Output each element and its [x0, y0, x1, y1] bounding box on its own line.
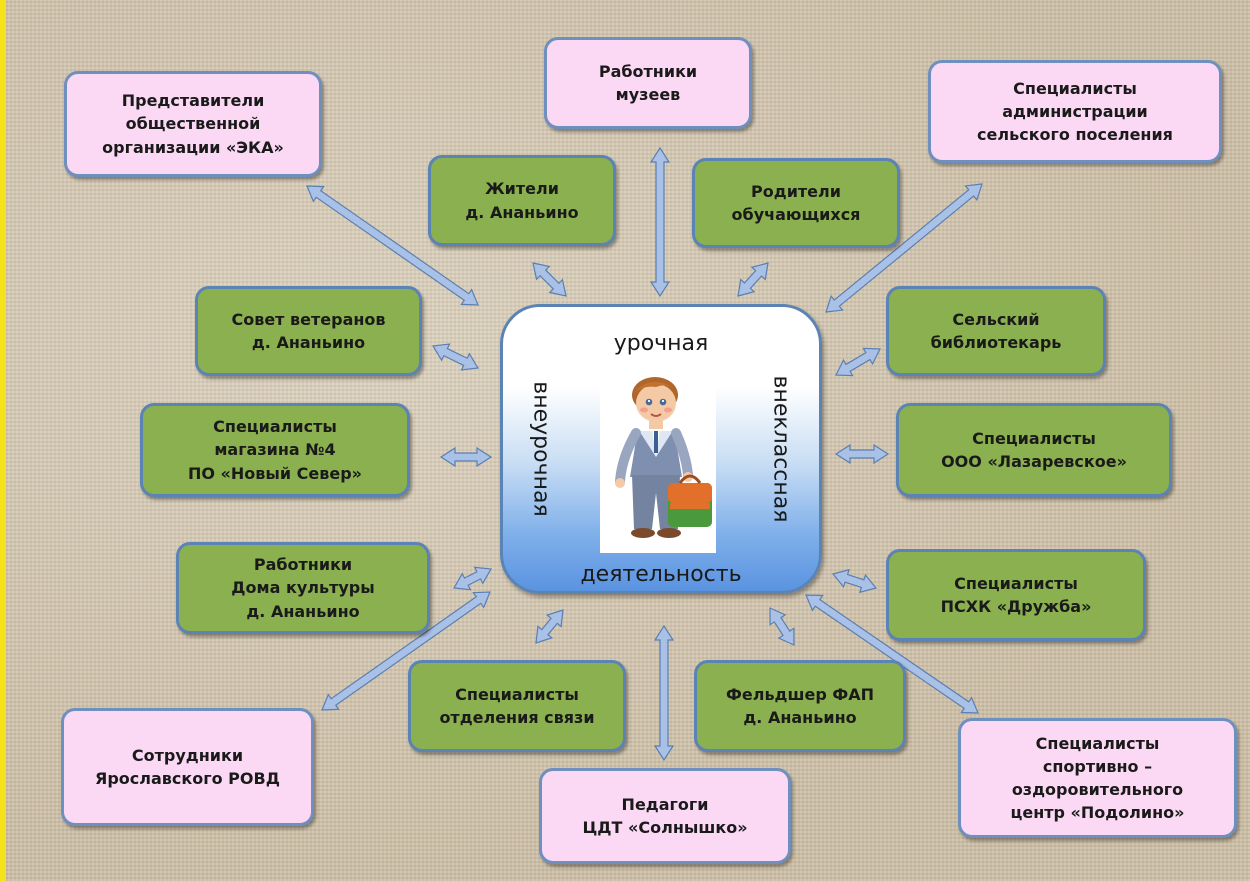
box-shop: Специалисты магазина №4 ПО «Новый Север» [140, 403, 410, 497]
arrow-post [535, 609, 564, 644]
arrow-sport [805, 594, 979, 714]
center-label-right: внеклассная [768, 375, 794, 523]
box-admin: Специалисты администрации сельского посе… [928, 60, 1222, 163]
box-veterans: Совет ветеранов д. Ананьино [195, 286, 422, 376]
arrow-residents [532, 262, 567, 297]
arrow-veterans [432, 343, 479, 371]
box-culture: Работники Дома культуры д. Ананьино [176, 542, 430, 634]
arrow-admin [825, 183, 983, 313]
arrow-librarian [835, 347, 881, 377]
box-museums: Работники музеев [544, 37, 752, 129]
left-accent-bar [0, 0, 6, 881]
arrow-fap [769, 607, 795, 646]
box-teachers: Педагоги ЦДТ «Солнышко» [539, 768, 791, 864]
box-druzhba: Специалисты ПСХК «Дружба» [886, 549, 1146, 641]
box-sport: Специалисты спортивно – оздоровительного… [958, 718, 1237, 838]
box-parents: Родители обучающихся [692, 158, 900, 248]
center-activity-box: урочная внеурочная внеклассная [500, 304, 822, 594]
arrow-druzhba [831, 568, 878, 594]
arrow-teachers [653, 624, 675, 762]
box-post: Специалисты отделения связи [408, 660, 626, 752]
center-label-bottom: деятельность [580, 562, 742, 587]
arrow-lazarevskoe [834, 443, 890, 465]
arrow-rovd [321, 591, 491, 711]
box-residents: Жители д. Ананьино [428, 155, 616, 246]
arrow-museums [649, 146, 671, 298]
box-rovd: Сотрудники Ярославского РОВД [61, 708, 314, 826]
arrow-culture [453, 566, 492, 591]
center-label-top: урочная [613, 331, 709, 356]
box-fap: Фельдшер ФАП д. Ананьино [694, 660, 906, 752]
arrow-shop [439, 446, 493, 468]
box-lazarevskoe: Специалисты ООО «Лазаревское» [896, 403, 1172, 497]
center-label-left: внеурочная [528, 381, 554, 517]
box-eka: Представители общественной организации «… [64, 71, 322, 177]
arrow-eka [306, 185, 479, 306]
schoolboy-illustration [600, 369, 716, 553]
arrow-parents [737, 262, 769, 297]
box-librarian: Сельский библиотекарь [886, 286, 1106, 376]
